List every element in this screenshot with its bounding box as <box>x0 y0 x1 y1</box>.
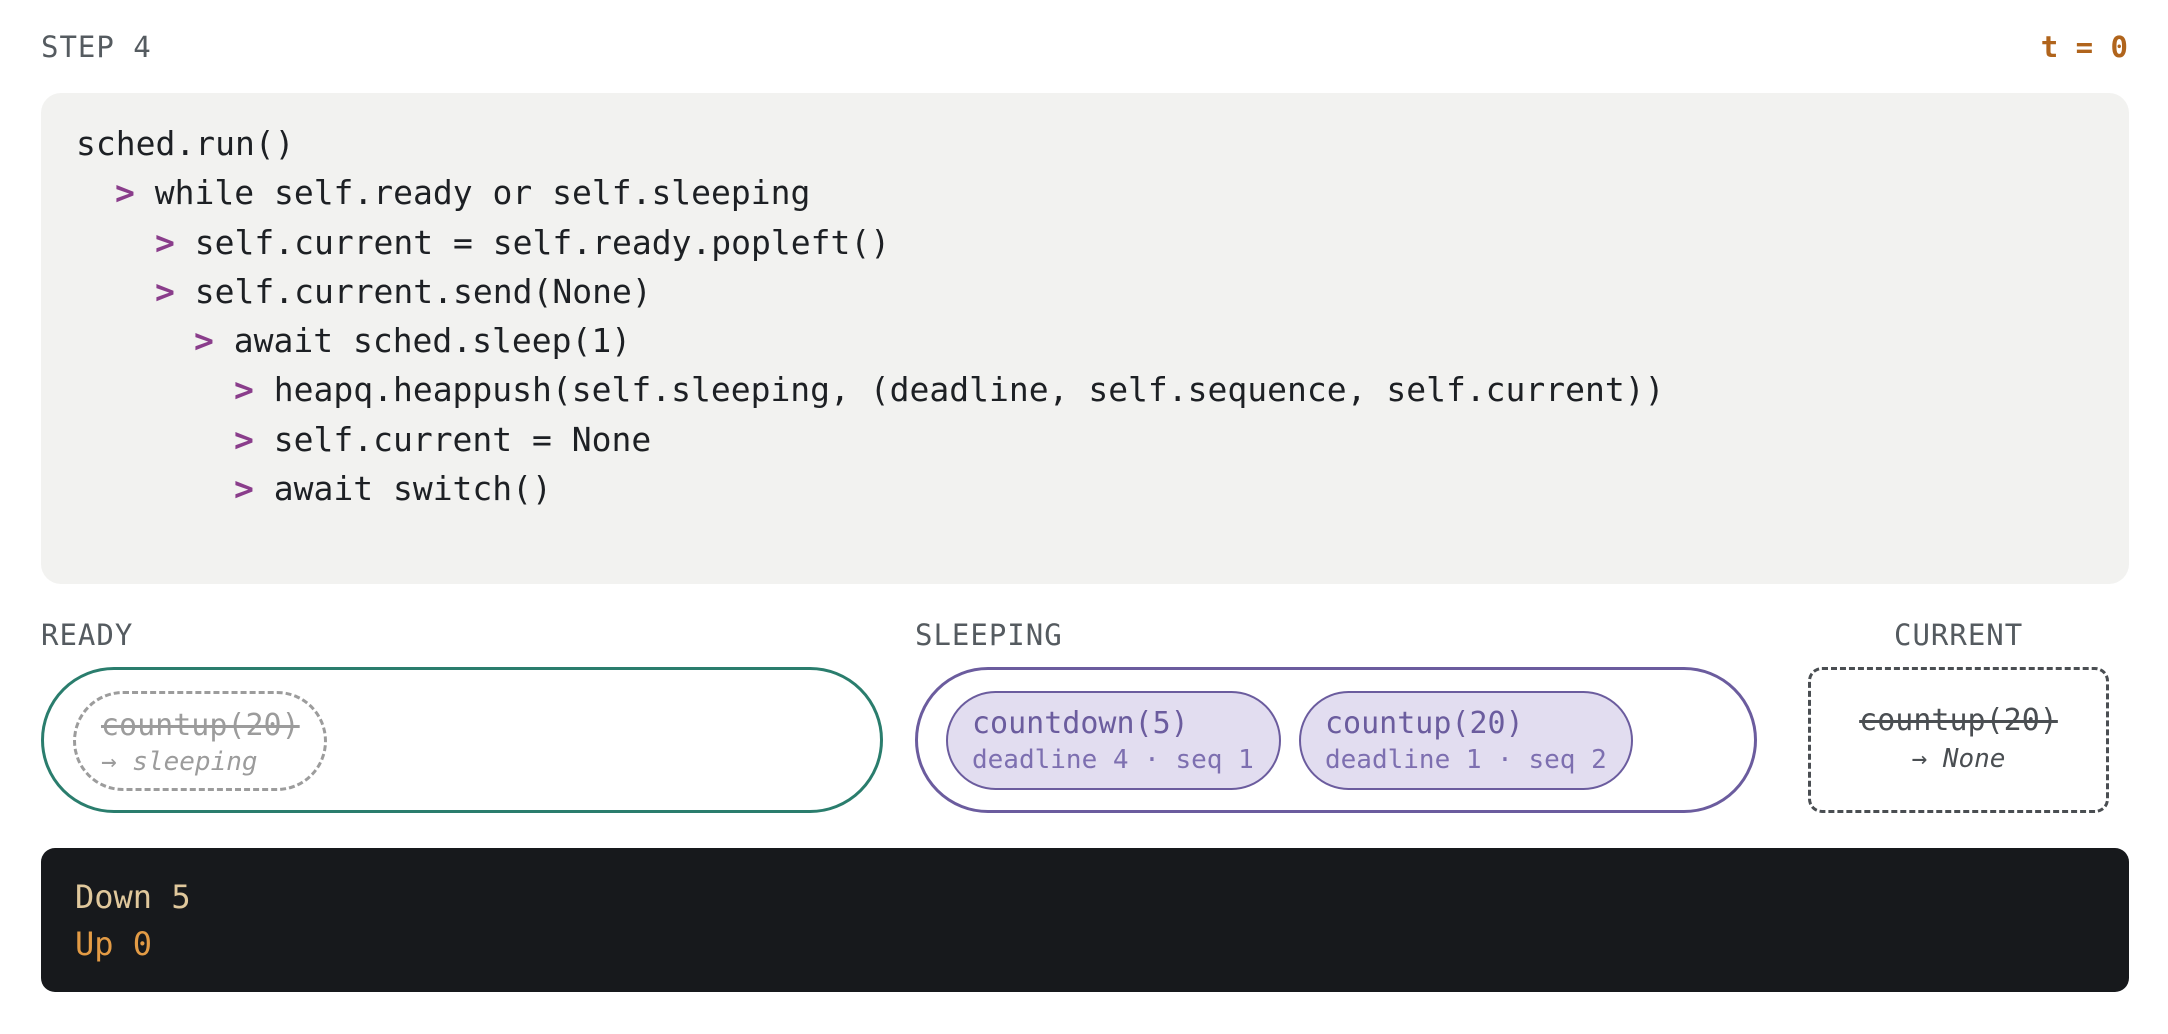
call-arrow-icon: > <box>234 370 254 410</box>
code-text: sched.run() <box>76 124 295 163</box>
sleeping-heap: countdown(5) deadline 4 · seq 1 countup(… <box>915 667 1757 813</box>
ready-label: READY <box>41 618 134 652</box>
current-task-note: → None <box>1911 744 2006 774</box>
task-chip: countdown(5) deadline 4 · seq 1 <box>946 691 1281 790</box>
output-console: Down 5 Up 0 <box>41 848 2129 992</box>
output-line: Down 5 <box>75 878 191 916</box>
sleeping-label: SLEEPING <box>915 618 1063 652</box>
call-arrow-icon: > <box>194 321 214 361</box>
ready-queue: countup(20) → sleeping <box>41 667 883 813</box>
code-text: self.current = None <box>273 419 652 459</box>
code-line: > self.current = self.ready.popleft() <box>76 218 2129 267</box>
code-line: > await switch() <box>76 464 2129 513</box>
task-note: → sleeping <box>101 747 258 777</box>
departed-task-chip: countup(20) → sleeping <box>73 691 327 791</box>
output-line: Up 0 <box>75 925 153 963</box>
code-line: sched.run() <box>76 119 2129 168</box>
call-arrow-icon: > <box>234 469 254 509</box>
current-task-name: countup(20) <box>1859 703 2058 738</box>
code-line: > while self.ready or self.sleeping <box>76 168 2129 217</box>
code-text: await sched.sleep(1) <box>233 321 632 361</box>
code-text: await switch() <box>273 469 552 509</box>
task-name: countdown(5) <box>972 706 1189 741</box>
code-line: > self.current = None <box>76 415 2129 464</box>
code-text: self.current.send(None) <box>194 271 652 311</box>
task-meta: deadline 4 · seq 1 <box>972 745 1254 775</box>
task-name: countup(20) <box>1325 706 1524 741</box>
code-text: self.current = self.ready.popleft() <box>194 222 891 262</box>
call-arrow-icon: > <box>234 419 254 459</box>
code-line: > heapq.heappush(self.sleeping, (deadlin… <box>76 365 2129 414</box>
code-line: > await sched.sleep(1) <box>76 316 2129 365</box>
task-name: countup(20) <box>101 708 300 743</box>
current-slot: countup(20) → None <box>1808 667 2109 813</box>
code-line: > self.current.send(None) <box>76 267 2129 316</box>
call-arrow-icon: > <box>155 222 175 262</box>
task-meta: deadline 1 · seq 2 <box>1325 745 1607 775</box>
call-arrow-icon: > <box>115 173 135 213</box>
step-label: STEP 4 <box>41 30 152 64</box>
task-chip: countup(20) deadline 1 · seq 2 <box>1299 691 1633 790</box>
code-text: while self.ready or self.sleeping <box>154 173 811 213</box>
code-text: heapq.heappush(self.sleeping, (deadline,… <box>273 370 1665 410</box>
code-panel: sched.run() > while self.ready or self.s… <box>41 93 2129 584</box>
call-arrow-icon: > <box>155 271 175 311</box>
time-counter: t = 0 <box>2040 30 2128 64</box>
current-label: CURRENT <box>1894 618 2024 652</box>
